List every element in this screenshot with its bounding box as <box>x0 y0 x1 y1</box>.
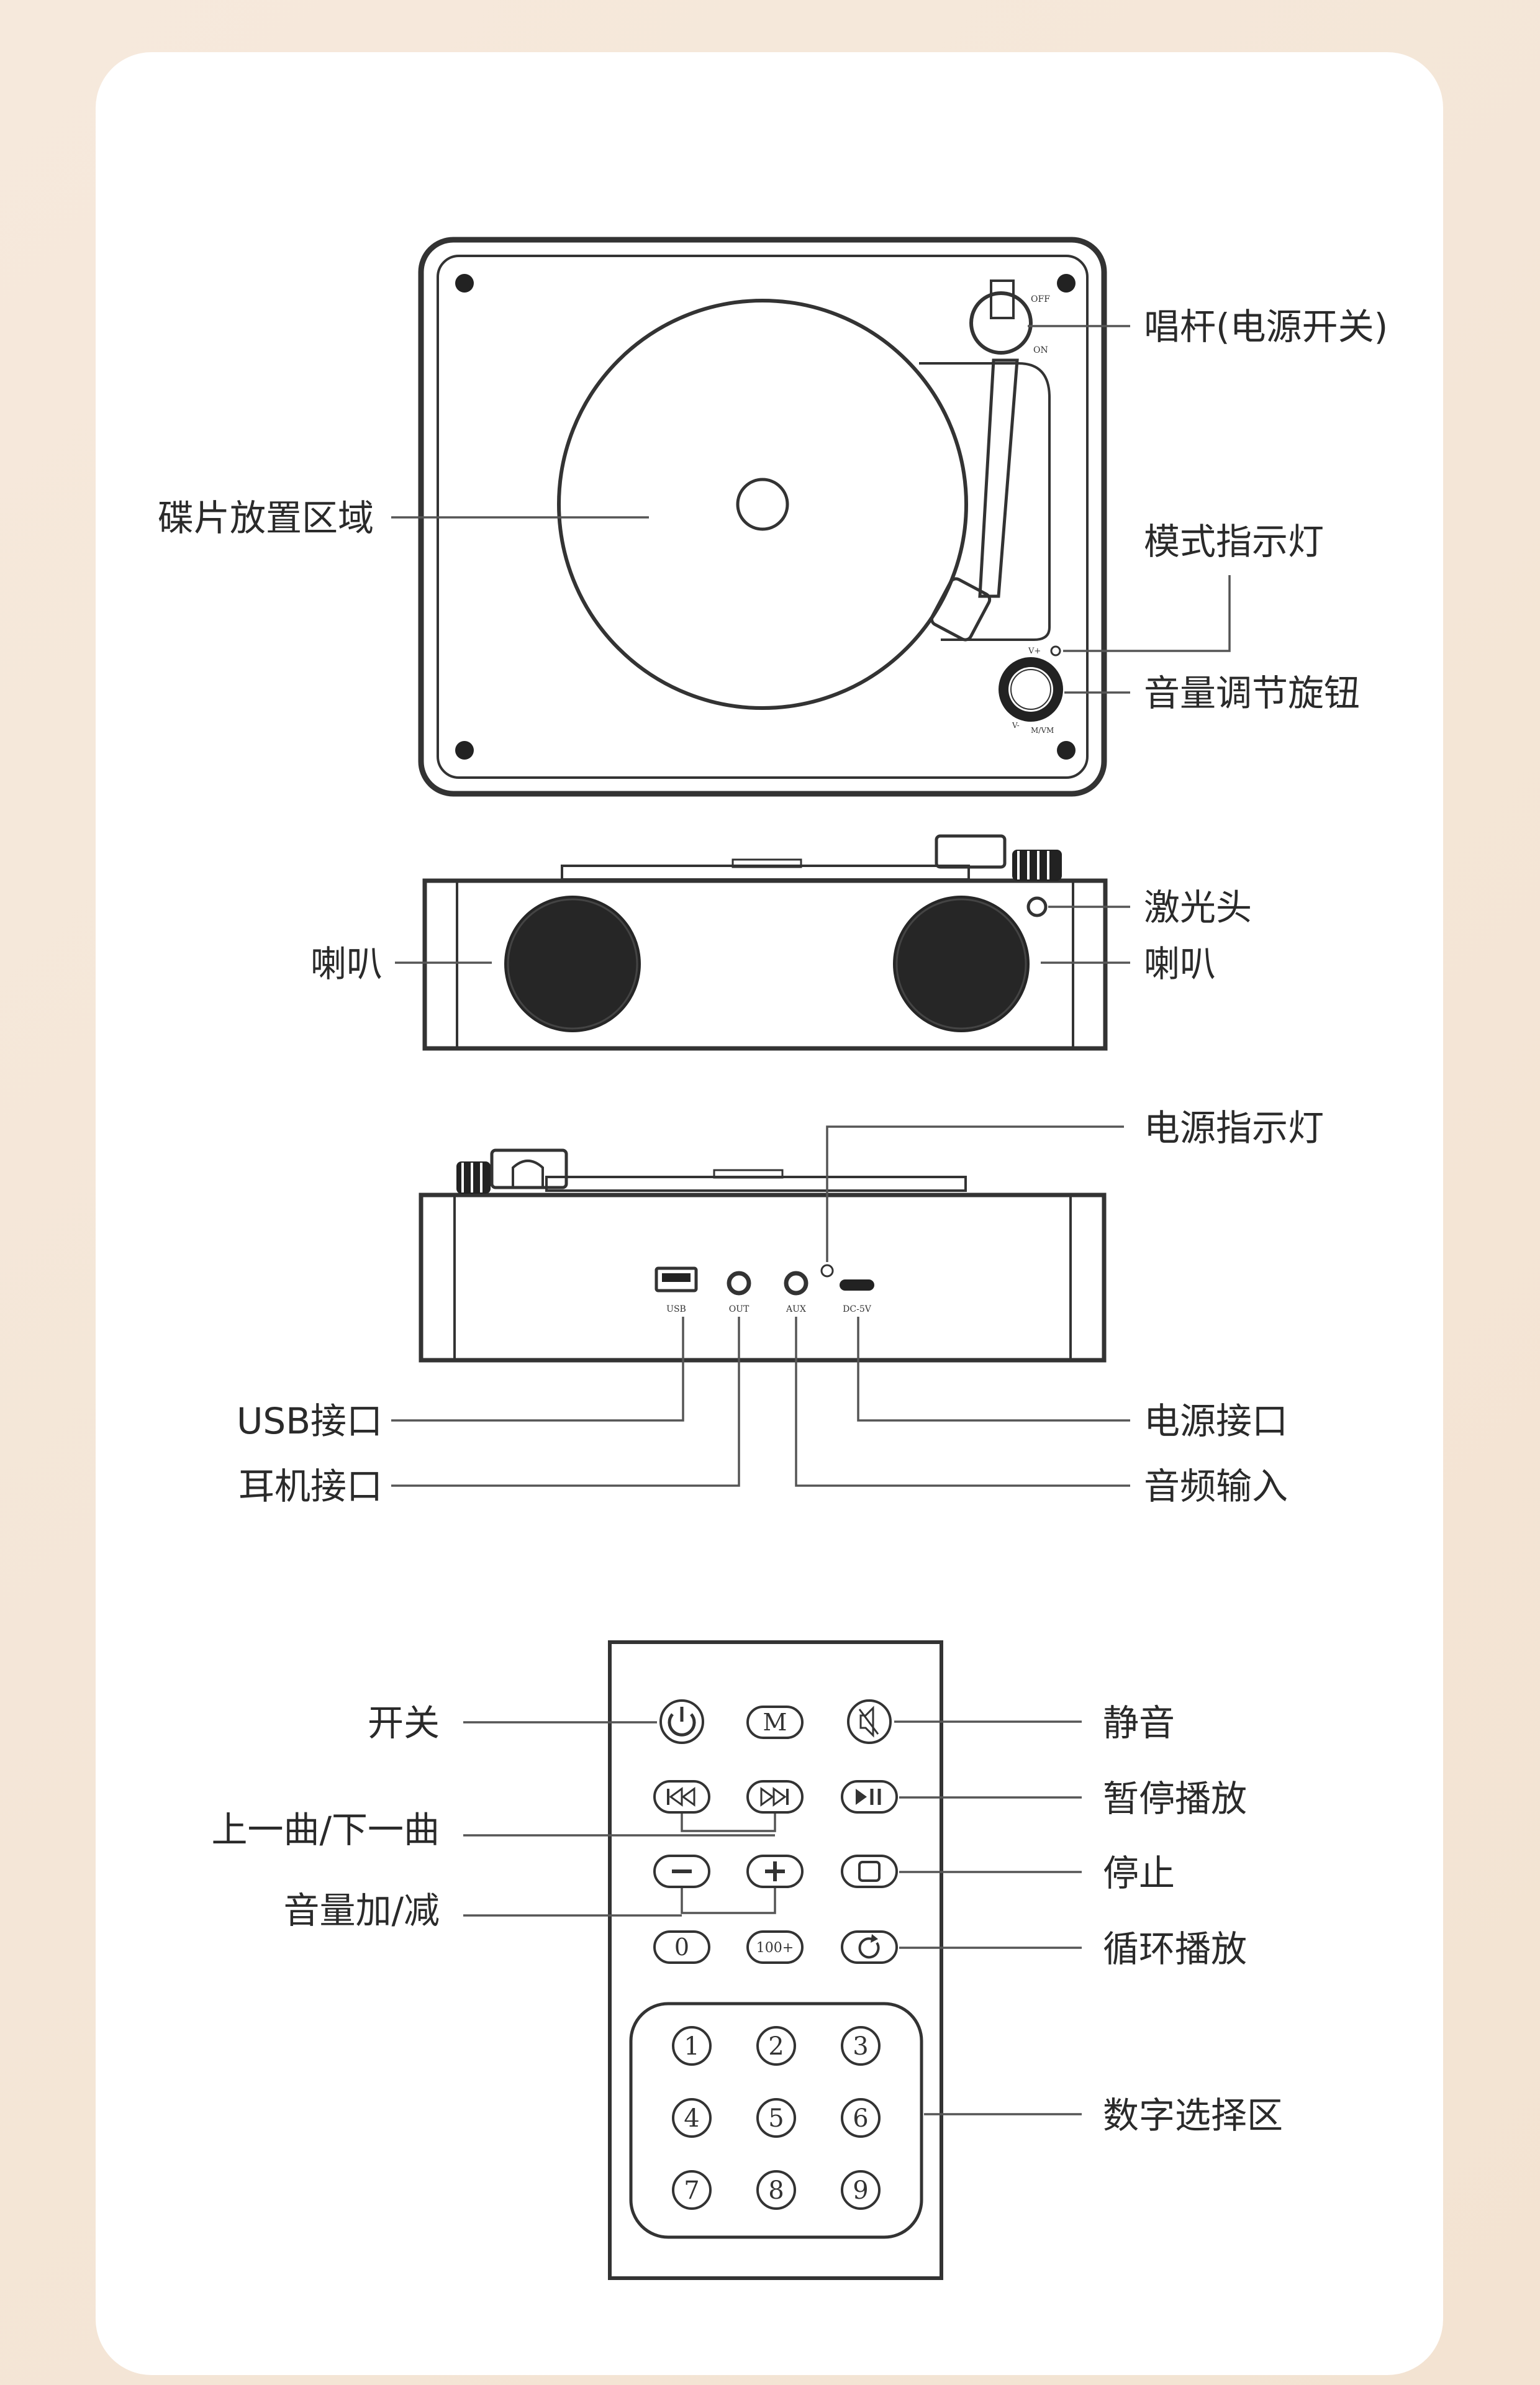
power-port <box>840 1279 874 1291</box>
prev-track-icon <box>667 1787 695 1807</box>
play-pause-key <box>841 1780 898 1814</box>
label-pause-play: 暂停播放 <box>1103 1778 1247 1820</box>
vol-minus-text: V- <box>1012 721 1020 730</box>
label-volume-up-down: 音量加/减 <box>283 1889 440 1932</box>
next-track-key <box>746 1780 804 1814</box>
zero-key: 0 <box>653 1930 710 1964</box>
label-usb-port: USB接口 <box>237 1400 383 1442</box>
dc-port-text: DC-5V <box>843 1304 872 1314</box>
power-indicator-light <box>820 1264 834 1278</box>
mode-indicator-light <box>1050 645 1061 656</box>
number-key: 3 <box>841 2026 881 2066</box>
tonearm-back <box>456 1148 568 1194</box>
label-disc-area: 碟片放置区域 <box>158 497 374 539</box>
label-audio-input: 音频输入 <box>1144 1465 1288 1507</box>
headphone-port <box>727 1271 751 1296</box>
knob-side <box>1012 850 1062 881</box>
hundred-plus-key: 100+ <box>746 1930 804 1964</box>
label-headphone-port: 耳机接口 <box>238 1465 383 1507</box>
power-key <box>659 1699 704 1744</box>
svg-text:9: 9 <box>853 2176 868 2205</box>
prev-track-key <box>653 1780 710 1814</box>
svg-text:3: 3 <box>853 2032 868 2061</box>
label-laser-head: 激光头 <box>1144 886 1252 929</box>
repeat-icon <box>858 1934 880 1959</box>
audio-input-port <box>784 1271 808 1296</box>
aux-port-text: AUX <box>786 1304 806 1314</box>
remote-control: M <box>608 1640 943 2280</box>
product-diagram: OFF ON V+ V- M/VM <box>158 237 1388 2280</box>
svg-text:5: 5 <box>768 2104 784 2133</box>
left-speaker <box>504 896 641 1032</box>
label-mode-indicator: 模式指示灯 <box>1144 520 1324 563</box>
svg-text:8: 8 <box>768 2176 784 2205</box>
label-number-area: 数字选择区 <box>1103 2094 1283 2137</box>
power-icon <box>668 1707 696 1737</box>
label-volume-knob: 音量调节旋钮 <box>1144 672 1360 714</box>
label-speaker-left: 喇叭 <box>310 943 383 985</box>
spindle <box>736 478 789 531</box>
mode-key: M <box>746 1706 804 1739</box>
leader-lines <box>391 325 1231 2115</box>
usb-port-text: USB <box>666 1304 686 1314</box>
mode-key-text: M <box>763 1709 787 1736</box>
svg-text:2: 2 <box>768 2032 784 2061</box>
turntable-front-view <box>422 834 1108 1051</box>
svg-text:7: 7 <box>684 2176 699 2205</box>
label-speaker-right: 喇叭 <box>1144 943 1216 985</box>
vol-plus-text: V+ <box>1028 647 1041 656</box>
plus-icon <box>765 1861 785 1881</box>
label-tonearm: 唱杆(电源开关) <box>1144 306 1388 348</box>
label-power-indicator: 电源指示灯 <box>1144 1107 1324 1149</box>
usb-port <box>654 1266 698 1292</box>
svg-text:1: 1 <box>684 2032 699 2061</box>
number-key: 2 <box>756 2026 796 2066</box>
tonearm: OFF ON <box>919 279 1051 642</box>
tonearm-off-text: OFF <box>1031 294 1050 304</box>
laser-head <box>1026 896 1048 917</box>
corner-screw-icon <box>455 274 1076 760</box>
svg-text:4: 4 <box>684 2104 699 2133</box>
label-mute: 静音 <box>1103 1702 1175 1744</box>
volume-knob <box>999 657 1063 722</box>
number-key: 4 <box>672 2098 712 2138</box>
turntable-top-view: OFF ON V+ V- M/VM <box>418 237 1107 797</box>
label-stop: 停止 <box>1103 1852 1175 1894</box>
number-key: 7 <box>672 2170 712 2210</box>
number-key: 1 <box>672 2026 712 2066</box>
platter <box>557 299 968 710</box>
number-key: 5 <box>756 2098 796 2138</box>
label-prev-next: 上一曲/下一曲 <box>211 1809 440 1851</box>
play-pause-icon <box>856 1789 881 1805</box>
svg-text:6: 6 <box>853 2104 868 2133</box>
number-key: 9 <box>841 2170 881 2210</box>
right-speaker <box>893 896 1030 1032</box>
mute-icon <box>858 1706 879 1738</box>
mute-key <box>847 1699 892 1744</box>
diagram-card: OFF ON V+ V- M/VM <box>96 52 1443 2375</box>
volume-down-key <box>653 1855 710 1888</box>
label-power-port: 电源接口 <box>1144 1400 1288 1442</box>
next-track-icon <box>760 1787 789 1807</box>
label-repeat-play: 循环播放 <box>1103 1928 1247 1970</box>
stop-key <box>841 1855 898 1888</box>
mode-text: M/VM <box>1031 726 1054 735</box>
out-port-text: OUT <box>729 1304 750 1314</box>
volume-up-key <box>746 1855 804 1888</box>
tonearm-on-text: ON <box>1033 345 1048 355</box>
number-key: 6 <box>841 2098 881 2138</box>
repeat-key <box>841 1930 898 1964</box>
zero-key-text: 0 <box>674 1933 689 1961</box>
number-pad <box>629 2002 923 2239</box>
turntable-back-view: USB OUT AUX DC-5V <box>419 1148 1107 1363</box>
label-power-button: 开关 <box>368 1702 440 1744</box>
hundred-plus-key-text: 100+ <box>756 1940 794 1956</box>
number-key: 8 <box>756 2170 796 2210</box>
stop-icon <box>858 1861 881 1882</box>
callout-labels: 唱杆(电源开关) 碟片放置区域 模式指示灯 音量调节旋钮 激光头 喇叭 喇叭 电… <box>158 306 1388 2137</box>
